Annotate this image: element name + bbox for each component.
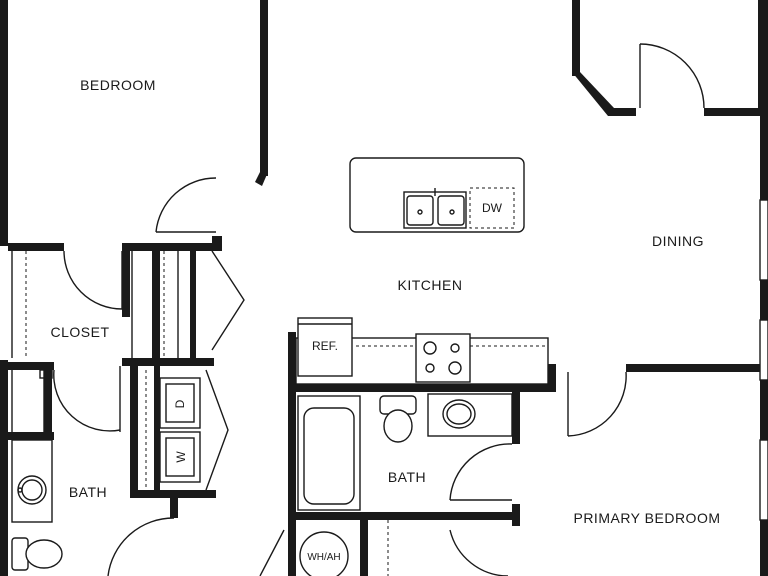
range [415,333,471,383]
center-bath-fixtures: WH/AH [297,393,513,576]
laundry: D W [159,377,201,483]
room-label-kitchen: KITCHEN [398,277,463,293]
room-label-bath-center: BATH [388,469,426,485]
dishwasher-label: DW [482,201,503,215]
doors [53,43,705,576]
room-labels: BEDROOM CLOSET BATH KITCHEN DINING BATH … [50,77,720,526]
bathtub [297,395,361,511]
room-label-primary-bedroom: PRIMARY BEDROOM [573,510,720,526]
room-label-bedroom: BEDROOM [80,77,156,93]
kitchen-counter: REF. [295,317,549,385]
water-heater [299,531,349,576]
windows [759,199,768,521]
refrigerator-label: REF. [312,339,338,353]
left-bath-fixtures [11,369,63,571]
room-label-closet: CLOSET [50,324,109,340]
dryer-label: D [173,399,187,408]
water-heater-label: WH/AH [307,552,340,563]
refrigerator [297,317,353,377]
shelves [11,251,389,576]
room-label-dining: DINING [652,233,704,249]
room-label-bath-left: BATH [69,484,107,500]
kitchen-island: DW [349,157,525,233]
vanity [427,393,513,437]
left-vanity [11,439,53,523]
washer-label: W [174,451,188,463]
